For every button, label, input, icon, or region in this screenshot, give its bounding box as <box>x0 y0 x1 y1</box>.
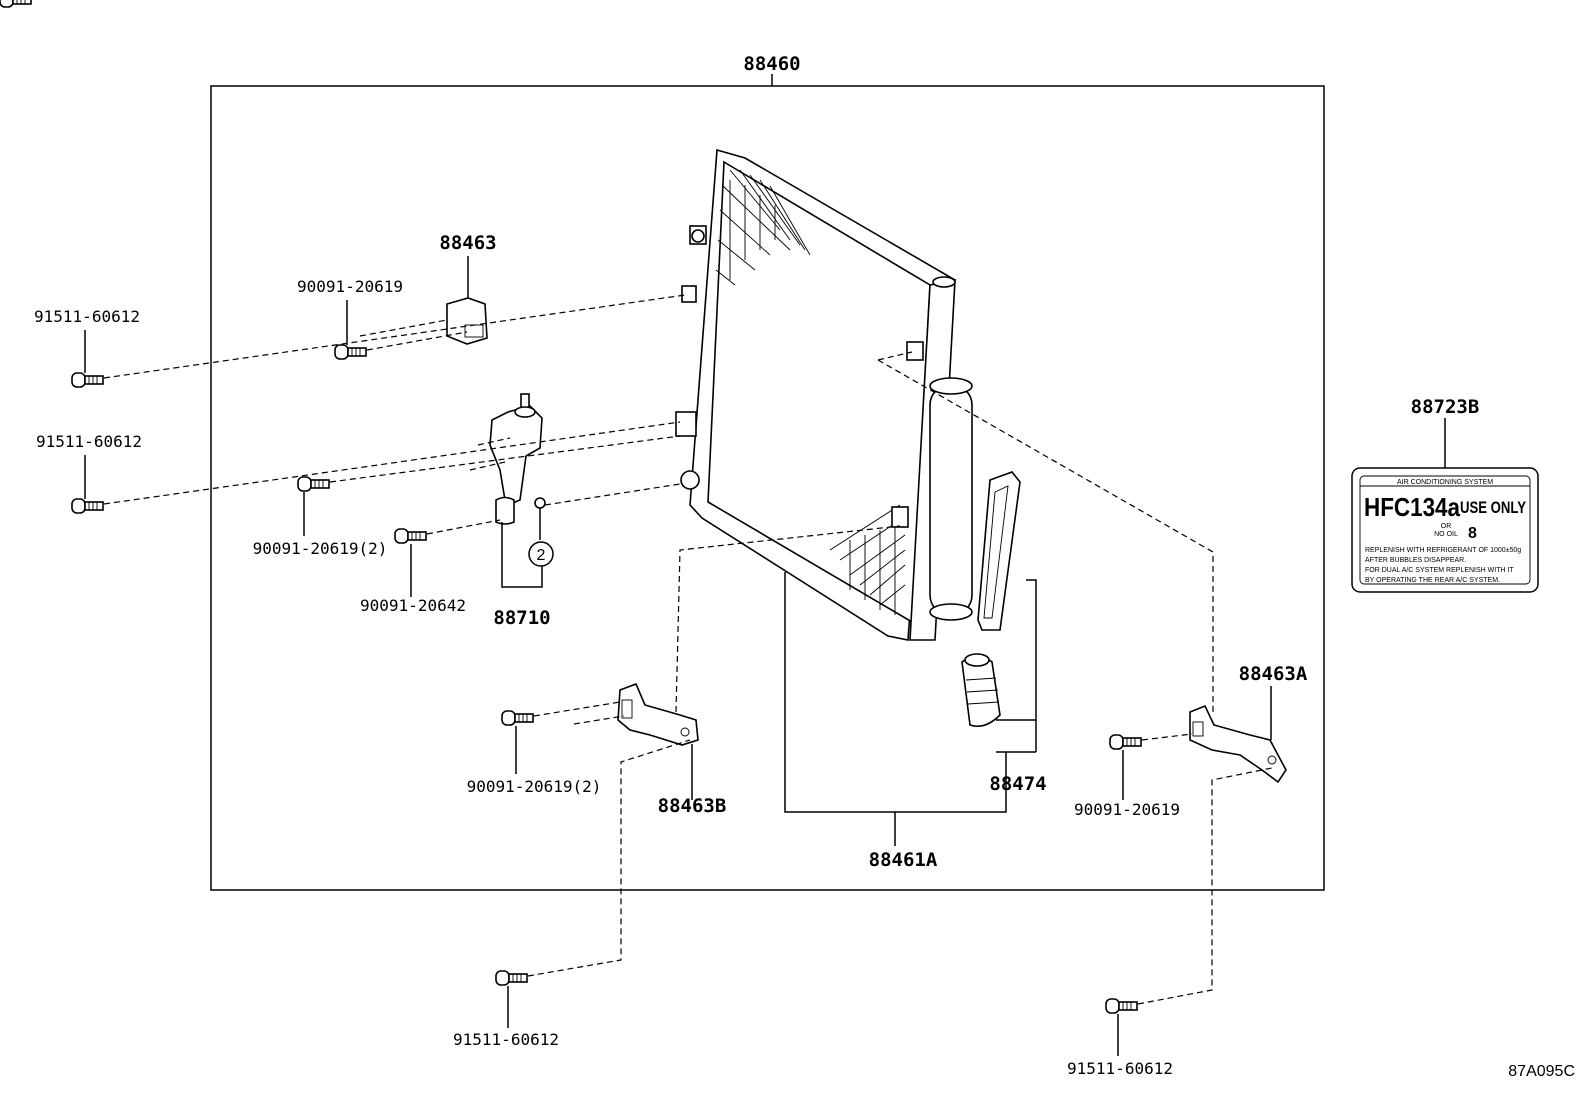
label-90091-lower-right[interactable]: 90091-20619 <box>1074 800 1180 819</box>
sticker-digit: 8 <box>1468 525 1477 542</box>
label-90091-20642[interactable]: 90091-20642 <box>360 596 466 615</box>
label-90091-upper[interactable]: 90091-20619 <box>297 277 403 296</box>
sticker-header: AIR CONDITIONING SYSTEM <box>1397 479 1493 486</box>
filter-plug[interactable] <box>961 653 1001 728</box>
label-91511-bottom-left[interactable]: 91511-60612 <box>453 1030 559 1049</box>
bolt-91511-upper-left[interactable] <box>71 372 104 388</box>
figure-code: 87A095C <box>1508 1063 1575 1080</box>
sticker-line3: FOR DUAL A/C SYSTEM REPLENISH WITH IT <box>1365 567 1514 574</box>
sticker-line4: BY OPERATING THE REAR A/C SYSTEM. <box>1365 577 1500 584</box>
assembly-frame <box>210 85 1325 891</box>
bolt-90091-20642[interactable] <box>394 528 427 544</box>
o-ring-qty-callout <box>528 541 554 567</box>
caution-label[interactable]: AIR CONDITIONING SYSTEM HFC134a USE ONLY… <box>1351 467 1539 593</box>
drier-element[interactable] <box>977 471 1021 631</box>
pressure-switch-pipe[interactable] <box>469 393 546 525</box>
bolt-symbol <box>0 0 32 8</box>
o-ring-qty: 2 <box>537 547 546 564</box>
label-88463B[interactable]: 88463B <box>658 795 727 817</box>
sticker-brand: HFC134a <box>1364 492 1460 522</box>
leader-lines <box>84 256 1272 1056</box>
label-91511-upper-left[interactable]: 91511-60612 <box>34 307 140 326</box>
label-88710[interactable]: 88710 <box>493 607 550 629</box>
sticker-or: OR <box>1441 523 1452 530</box>
label-88463A[interactable]: 88463A <box>1239 663 1308 685</box>
bolt-91511-mid-left[interactable] <box>71 498 104 514</box>
bracket-upper[interactable] <box>446 297 488 345</box>
assembly-lines <box>103 294 1273 1005</box>
label-88461A[interactable]: 88461A <box>869 849 938 871</box>
bracket-a[interactable] <box>1189 704 1287 784</box>
label-88474[interactable]: 88474 <box>989 773 1046 795</box>
condenser[interactable] <box>675 148 957 641</box>
label-91511-mid-left[interactable]: 91511-60612 <box>36 432 142 451</box>
sticker-line1: REPLENISH WITH REFRIGERANT OF 1000±50g <box>1365 547 1521 554</box>
label-90091-mid[interactable]: 90091-20619(2) <box>253 539 388 558</box>
sticker-no-oil: NO OIL <box>1434 531 1458 538</box>
bolt-91511-bottom-left[interactable] <box>495 970 528 986</box>
bolt-91511-bottom-right[interactable] <box>1105 998 1138 1014</box>
label-88460[interactable]: 88460 <box>743 53 800 75</box>
sticker-use-only: USE ONLY <box>1460 498 1527 517</box>
label-88463[interactable]: 88463 <box>439 232 496 254</box>
receiver-drier[interactable] <box>929 377 973 621</box>
bolt-90091-mid[interactable] <box>297 476 330 492</box>
bolt-90091-upper[interactable] <box>334 344 367 360</box>
bracket-b[interactable] <box>617 682 699 746</box>
label-88723B[interactable]: 88723B <box>1411 396 1480 418</box>
label-91511-bottom-right[interactable]: 91511-60612 <box>1067 1059 1173 1078</box>
bolt-90091-lower-left[interactable] <box>501 710 534 726</box>
sticker-line2: AFTER BUBBLES DISAPPEAR. <box>1365 557 1466 564</box>
label-90091-lower-left[interactable]: 90091-20619(2) <box>467 777 602 796</box>
bolt-90091-lower-right[interactable] <box>1109 734 1142 750</box>
